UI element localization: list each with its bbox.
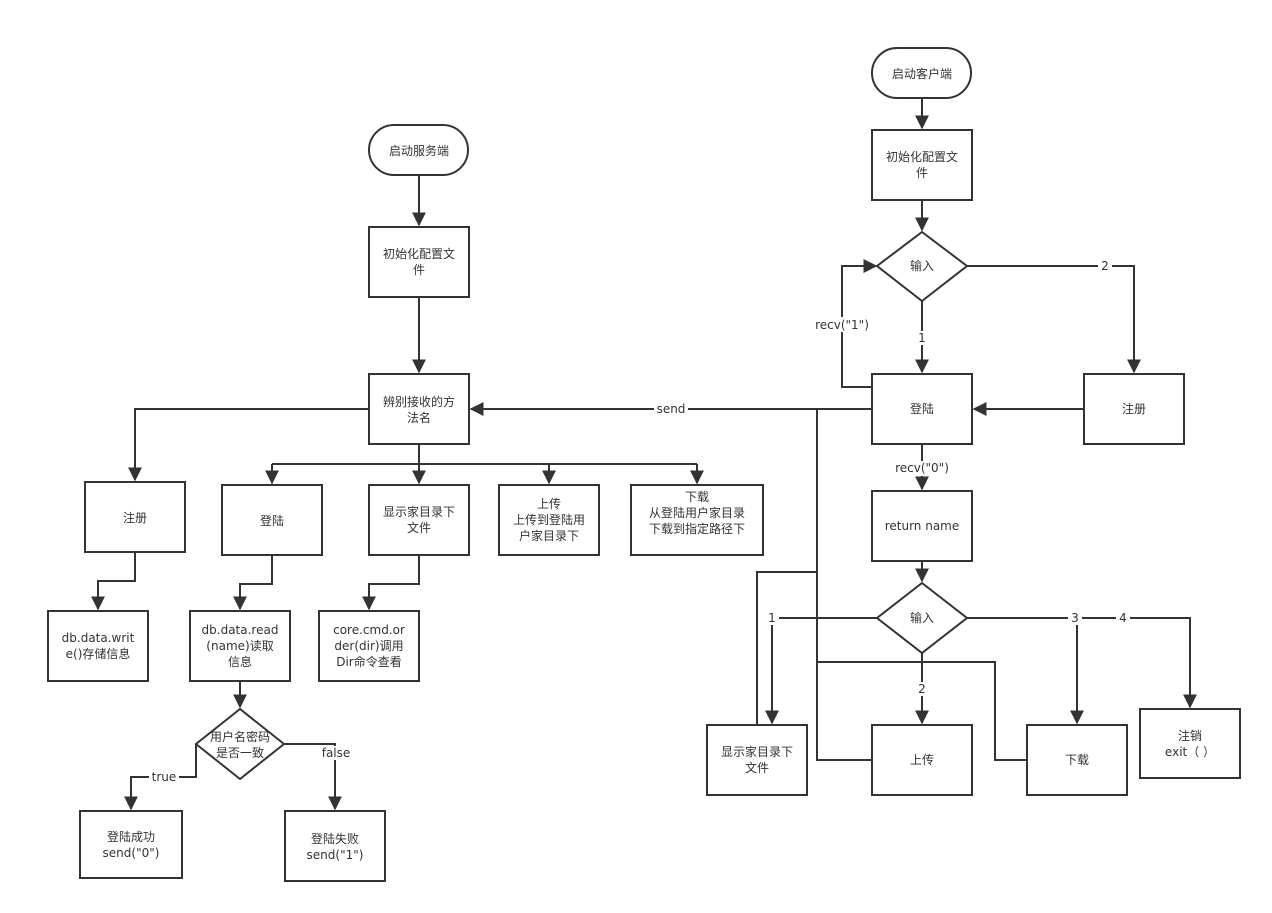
label-menu-3: 3 <box>1071 611 1079 625</box>
label-true: true <box>152 770 177 784</box>
server-start-label: 启动服务端 <box>389 143 449 158</box>
label-menu-2: 2 <box>918 682 926 696</box>
core-cmd-label-1: core.cmd.or <box>333 623 405 637</box>
client-listdir-label-1: 显示家目录下 <box>721 744 793 759</box>
db-read-node: db.data.read (name)读取 信息 <box>189 610 291 682</box>
edge-dispatch-register <box>128 408 369 482</box>
db-write-node: db.data.writ e()存储信息 <box>47 610 149 682</box>
return-name-label: return name <box>885 519 960 533</box>
client-init-label-2: 件 <box>916 166 928 180</box>
client-logout-label-1: 注销 <box>1178 728 1202 743</box>
server-upload-label-3: 户家目录下 <box>519 528 579 543</box>
db-write-label-2: e()存储信息 <box>66 646 131 661</box>
client-download-node: 下载 <box>1026 724 1128 796</box>
dispatch-label-2: 法名 <box>407 410 431 425</box>
server-download-label-3: 下载到指定路径下 <box>649 521 745 536</box>
client-register-node: 注册 <box>1083 373 1185 445</box>
server-init-label-2: 件 <box>413 263 425 277</box>
success-label-1: 登陆成功 <box>107 829 155 844</box>
check-label-1: 用户名密码 <box>210 729 270 744</box>
server-listdir-label-2: 文件 <box>407 520 431 535</box>
server-listdir-label-1: 显示家目录下 <box>383 504 455 519</box>
client-menu-input-label: 输入 <box>910 610 934 625</box>
server-login-node: 登陆 <box>221 484 323 556</box>
server-download-label-2: 从登陆用户家目录 <box>649 505 745 520</box>
fail-label-1: 登陆失败 <box>311 831 359 846</box>
fail-label-2: send("1") <box>307 848 364 862</box>
label-1: 1 <box>918 331 926 345</box>
server-register-label: 注册 <box>123 510 147 525</box>
db-read-label-1: db.data.read <box>202 623 279 637</box>
edge-input-logout <box>967 617 1197 709</box>
edges <box>91 98 1197 811</box>
edge-labels: true false recv("1") 1 2 recv("0") send … <box>149 259 1130 784</box>
client-login-label: 登陆 <box>910 401 934 416</box>
server-upload-label-1: 上传 <box>537 496 561 511</box>
client-listdir-node: 显示家目录下 文件 <box>706 724 808 796</box>
core-cmd-node: core.cmd.or der(dir)调用 Dir命令查看 <box>318 610 420 682</box>
label-2: 2 <box>1101 259 1109 273</box>
label-false: false <box>322 746 351 760</box>
dispatch-label-1: 辨别接收的方 <box>383 394 455 409</box>
client-init-label-1: 初始化配置文 <box>886 149 958 164</box>
server-register-node: 注册 <box>84 481 186 553</box>
check-credentials-node: 用户名密码 是否一致 <box>194 707 286 781</box>
server-start-node: 启动服务端 <box>368 124 469 176</box>
label-menu-4: 4 <box>1119 611 1127 625</box>
client-logout-node: 注销 exit（ ） <box>1139 708 1241 779</box>
client-logout-label-2: exit（ ） <box>1165 745 1215 759</box>
client-login-node: 登陆 <box>871 373 973 445</box>
db-read-label-3: 信息 <box>228 654 252 669</box>
client-start-label: 启动客户端 <box>892 66 952 81</box>
server-upload-node: 上传 上传到登陆用 户家目录下 <box>498 484 600 556</box>
edge-input-listdir <box>765 617 877 725</box>
server-download-label-1: 下载 <box>685 490 709 504</box>
server-init-node: 初始化配置文 件 <box>368 226 470 298</box>
client-init-node: 初始化配置文 件 <box>871 129 973 201</box>
client-listdir-label-2: 文件 <box>745 760 769 775</box>
server-download-node: 下载 从登陆用户家目录 下载到指定路径下 <box>630 484 764 556</box>
db-write-label-1: db.data.writ <box>62 631 135 645</box>
login-success-node: 登陆成功 send("0") <box>79 810 183 879</box>
edge-login-dbread <box>233 555 273 611</box>
login-fail-node: 登陆失败 send("1") <box>284 810 386 882</box>
label-recv1: recv("1") <box>815 318 869 332</box>
client-upload-node: 上传 <box>871 724 973 796</box>
client-input-node: 输入 <box>875 230 969 303</box>
label-menu-1: 1 <box>768 611 776 625</box>
db-read-label-2: (name)读取 <box>206 639 273 653</box>
return-name-node: return name <box>871 490 973 562</box>
client-input-label: 输入 <box>910 258 934 273</box>
server-init-label-1: 初始化配置文 <box>383 246 455 261</box>
edge-check-false <box>284 743 342 811</box>
edge-input-register <box>967 265 1141 374</box>
label-send: send <box>657 402 686 416</box>
client-register-label: 注册 <box>1122 401 1146 416</box>
client-download-label: 下载 <box>1065 753 1089 767</box>
check-label-2: 是否一致 <box>216 746 264 760</box>
core-cmd-label-3: Dir命令查看 <box>336 654 402 669</box>
core-cmd-label-2: der(dir)调用 <box>334 639 403 653</box>
success-label-2: send("0") <box>103 846 160 860</box>
label-recv0: recv("0") <box>895 461 949 475</box>
dispatch-node: 辨别接收的方 法名 <box>368 373 470 445</box>
server-listdir-node: 显示家目录下 文件 <box>368 484 470 556</box>
edge-register-dbwrite <box>91 552 136 611</box>
server-upload-label-2: 上传到登陆用 <box>513 512 585 527</box>
server-login-label: 登陆 <box>260 513 284 528</box>
edge-send-upload <box>816 409 872 761</box>
edge-send-listdir <box>756 571 817 725</box>
client-start-node: 启动客户端 <box>871 47 972 99</box>
client-menu-input-node: 输入 <box>875 581 969 655</box>
edge-send-download <box>817 661 1027 761</box>
client-upload-label: 上传 <box>910 752 934 767</box>
edge-listdir-corecmd <box>362 555 420 611</box>
